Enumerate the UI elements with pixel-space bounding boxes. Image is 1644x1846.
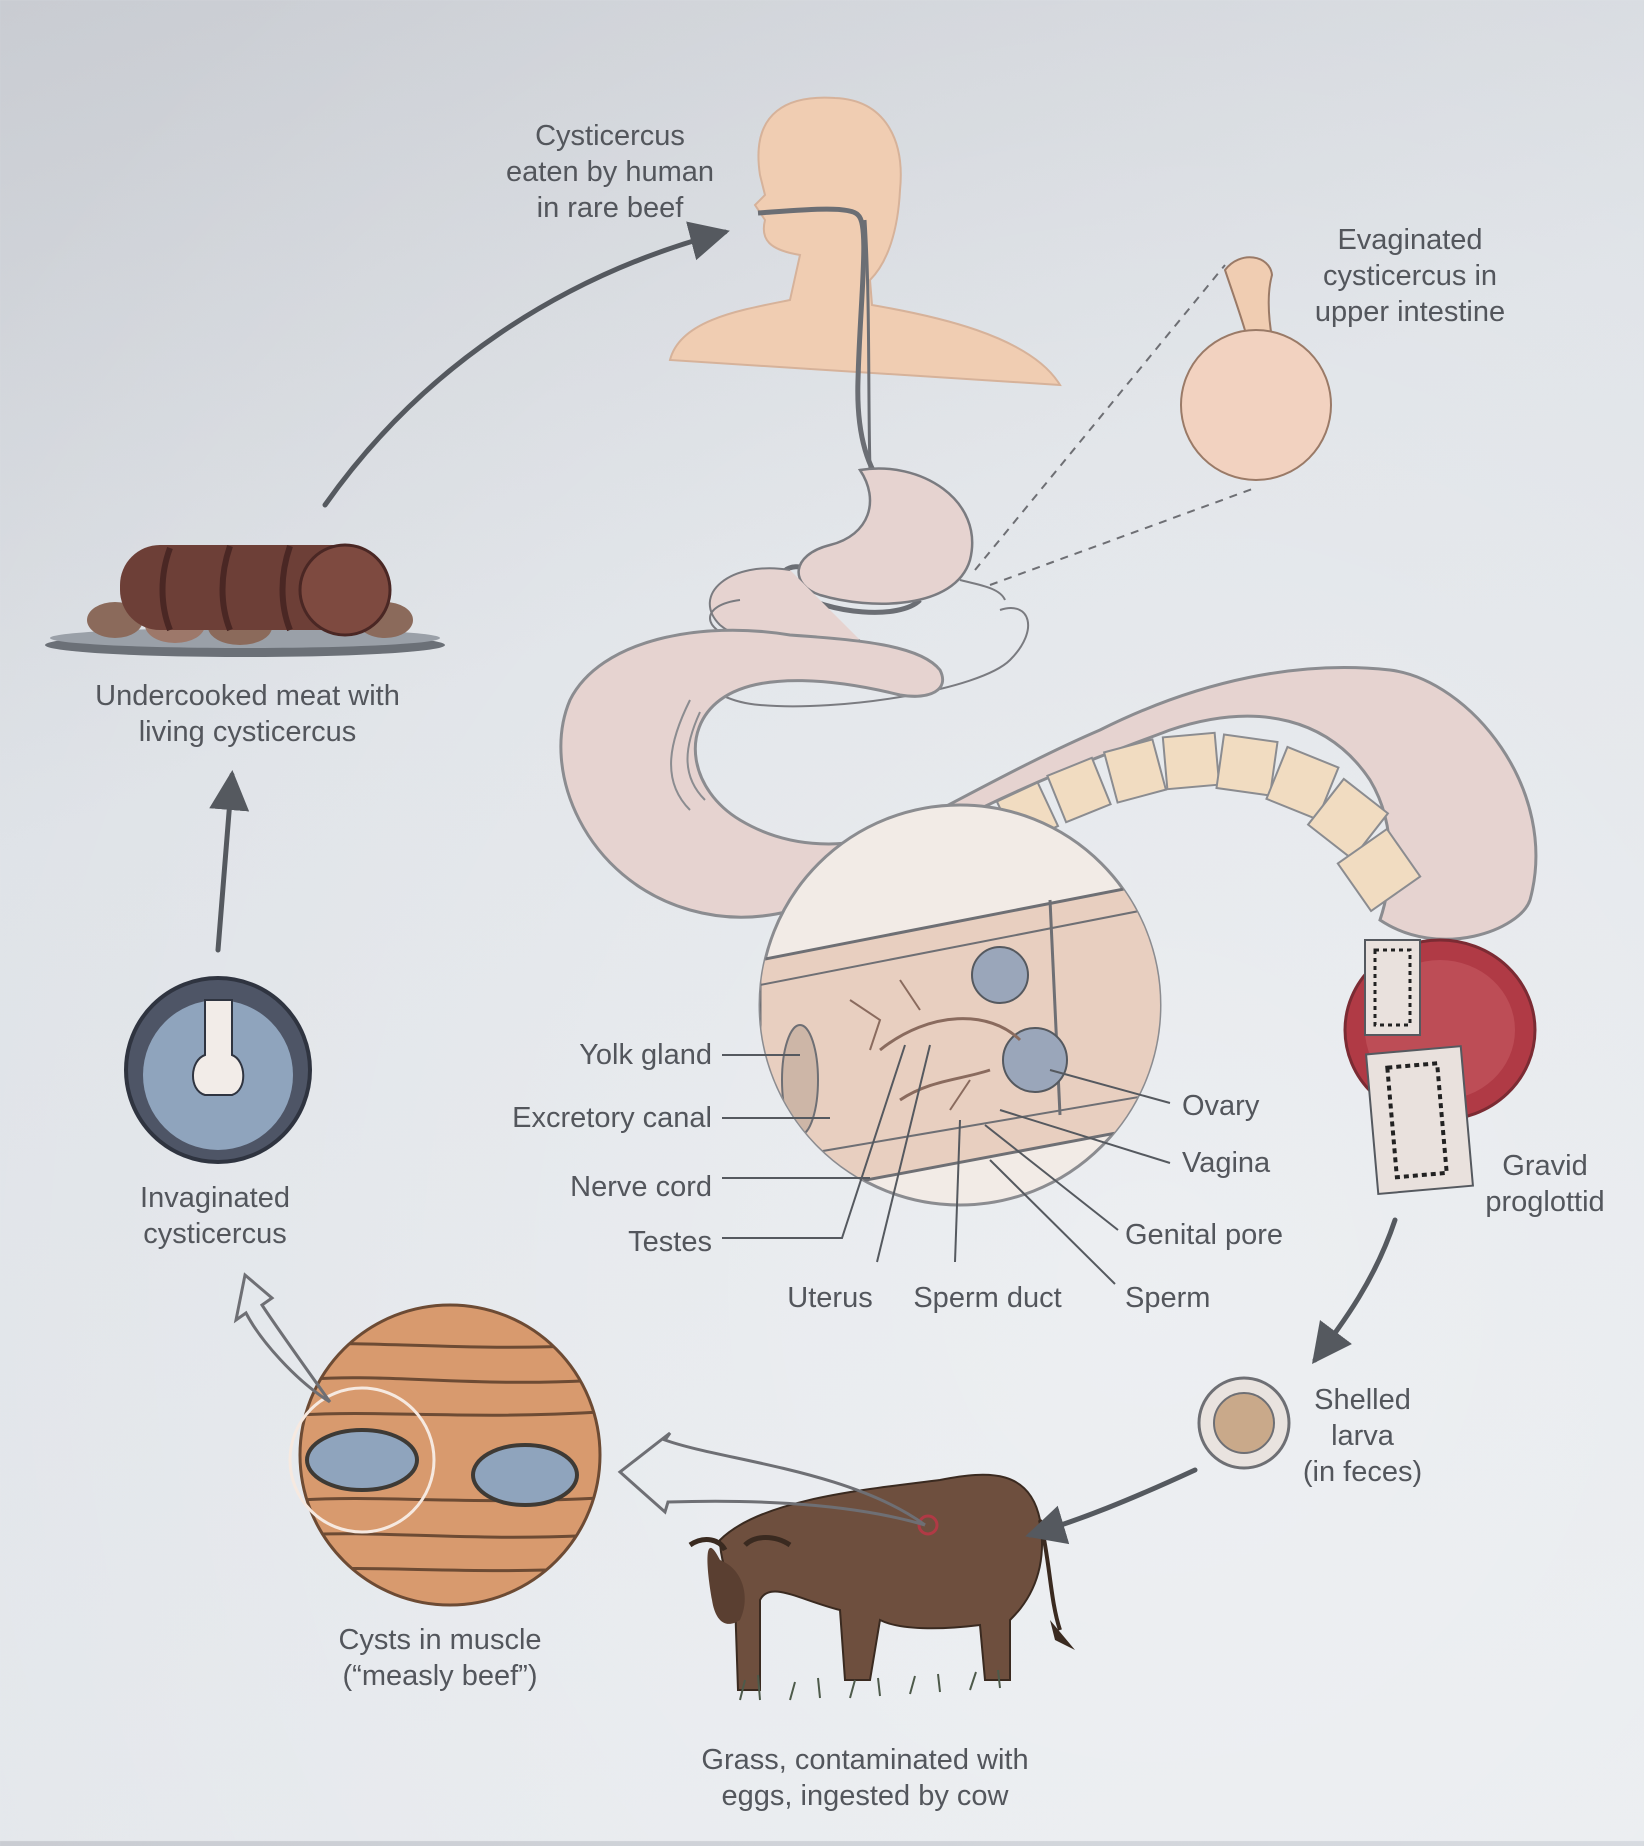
label-cysts-in-muscle: Cysts in muscle (“measly beef”) — [338, 1624, 542, 1692]
magnified-proglottid — [758, 803, 1162, 1207]
undercooked-meat-illustration — [45, 543, 445, 657]
label-uterus: Uterus — [787, 1282, 873, 1314]
invaginated-cysticercus-illustration — [124, 976, 312, 1164]
label-undercooked-meat: Undercooked meat with living cysticercus — [95, 680, 400, 748]
cow-illustration — [688, 1473, 1075, 1691]
label-ovary: Ovary — [1182, 1090, 1260, 1122]
grass — [739, 1669, 1001, 1701]
label-shelled-larva: Shelled larva (in feces) — [1302, 1384, 1423, 1488]
label-genital-pore: Genital pore — [1125, 1219, 1283, 1251]
label-vagina: Vagina — [1182, 1147, 1271, 1179]
label-evaginated-cysticercus: Evaginated cysticercus in upper intestin… — [1314, 224, 1506, 328]
zoom-dashed-lines — [974, 264, 1256, 586]
label-leader-lines — [722, 1044, 1171, 1285]
label-sperm: Sperm — [1125, 1282, 1211, 1314]
evaginated-cysticercus — [1180, 256, 1332, 481]
label-excretory-canal: Excretory canal — [512, 1102, 712, 1134]
label-testes: Testes — [628, 1226, 712, 1258]
muscle-cysts-illustration — [288, 1303, 602, 1607]
hollow-arrows — [233, 1272, 926, 1527]
label-nerve-cord: Nerve cord — [570, 1171, 712, 1203]
label-sperm-duct: Sperm duct — [913, 1282, 1062, 1314]
life-cycle-arrows — [209, 221, 1398, 1545]
label-grass-eggs-cow: Grass, contaminated with eggs, ingested … — [701, 1744, 1029, 1812]
label-cysticercus-eaten: Cysticercus eaten by human in rare beef — [506, 120, 714, 224]
label-yolk-gland: Yolk gland — [579, 1039, 712, 1071]
shelled-larva-illustration — [1197, 1376, 1291, 1470]
label-gravid-proglottid: Gravid proglottid — [1485, 1150, 1605, 1218]
stomach — [797, 467, 1006, 605]
gravid-proglottid-section — [1343, 938, 1537, 1196]
label-invaginated-cysticercus: Invaginated cysticercus — [140, 1182, 290, 1250]
